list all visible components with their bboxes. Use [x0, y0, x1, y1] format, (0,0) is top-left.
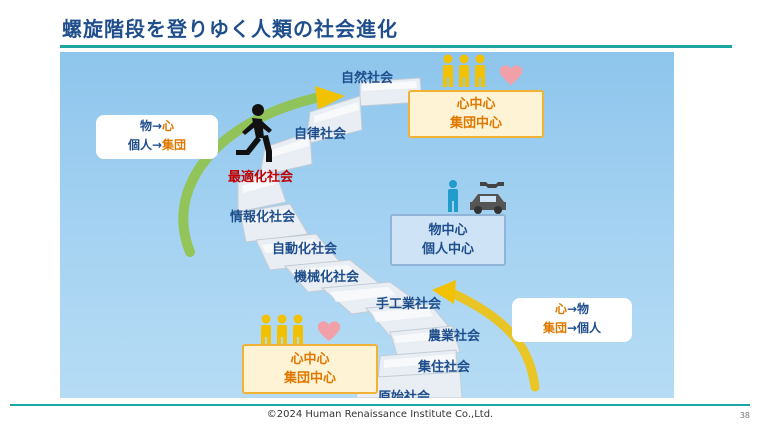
footer-divider	[10, 404, 750, 406]
transition-line-2: 集団→個人	[542, 321, 602, 335]
slide-title: 螺旋階段を登りゆく人類の社会進化	[62, 17, 398, 41]
callout-line: 個人中心	[421, 242, 474, 257]
stage-label-nature: 自然社会	[341, 71, 394, 86]
transition-line-2: 個人→集団	[127, 138, 187, 152]
people-group-icon	[443, 54, 485, 87]
spiral-staircase-illustration: 自然社会 自律社会 最適化社会 情報化社会 自動化社会 機械化社会 手工業社会 …	[60, 52, 674, 398]
callout-bottom-heart-group: 心中心 集団中心	[242, 344, 378, 394]
stage-label-automation: 自動化社会	[272, 242, 338, 257]
callout-line: 心中心	[290, 352, 330, 367]
car-icon	[470, 194, 506, 214]
staircase-graphic	[178, 77, 540, 398]
transition-upper: 物→心 個人→集団	[96, 115, 218, 159]
copyright-footer: ©2024 Human Renaissance Institute Co.,Lt…	[266, 409, 494, 420]
stage-label-primitive: 原始社会	[378, 390, 431, 398]
heart-icon	[499, 65, 523, 85]
callout-top-heart-group: 心中心 集団中心	[408, 90, 544, 138]
transition-lower: 心→物 集団→個人	[512, 298, 632, 342]
stage-label-handicraft: 手工業社会	[376, 297, 442, 312]
callout-line: 物中心	[428, 223, 468, 238]
callout-line: 集団中心	[283, 371, 336, 386]
stage-label-settlement: 集住社会	[418, 360, 471, 375]
people-group-icon	[261, 314, 303, 347]
stage-label-agriculture: 農業社会	[428, 329, 481, 344]
callout-line: 心中心	[456, 97, 496, 112]
stage-label-machine: 機械化社会	[294, 270, 360, 285]
wrench-icon	[480, 182, 504, 188]
person-climbing-icon	[236, 104, 272, 162]
person-icon	[448, 180, 458, 212]
callout-middle-material-individual: 物中心 個人中心	[390, 214, 506, 266]
transition-line-1: 心→物	[554, 302, 590, 316]
page-number: 38	[739, 411, 750, 420]
stage-label-information: 情報化社会	[230, 210, 296, 225]
title-divider	[60, 45, 732, 48]
transition-line-1: 物→心	[139, 119, 175, 133]
callout-line: 集団中心	[449, 116, 502, 131]
stage-label-autonomy: 自律社会	[294, 127, 347, 142]
heart-icon	[317, 321, 341, 341]
stage-label-optimization: 最適化社会	[228, 170, 294, 185]
